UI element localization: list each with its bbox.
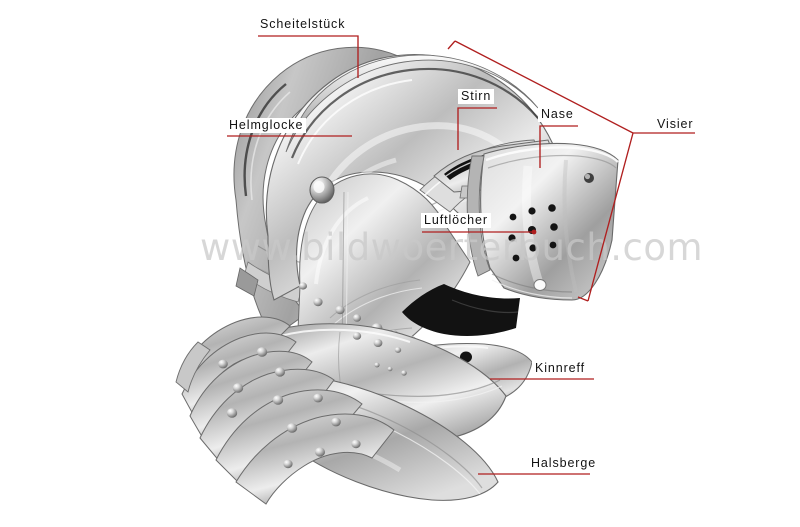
gorget-rivets: [352, 332, 407, 376]
label-luftloecher[interactable]: Luftlöcher: [421, 213, 491, 228]
label-halsberge[interactable]: Halsberge: [528, 456, 600, 471]
label-helmglocke[interactable]: Helmglocke: [226, 118, 307, 133]
label-scheitelstueck[interactable]: Scheitelstück: [257, 17, 349, 32]
label-nase[interactable]: Nase: [538, 107, 577, 122]
label-stirn[interactable]: Stirn: [458, 89, 495, 104]
label-kinnreff[interactable]: Kinnreff: [532, 361, 589, 376]
watermark-text: www.bildwoerterbuch.com: [200, 226, 704, 269]
label-visier[interactable]: Visier: [654, 117, 697, 132]
gorget-lames: [175, 316, 395, 505]
face-opening-void: [402, 284, 520, 336]
visor-pivot-rivet: [309, 176, 335, 204]
